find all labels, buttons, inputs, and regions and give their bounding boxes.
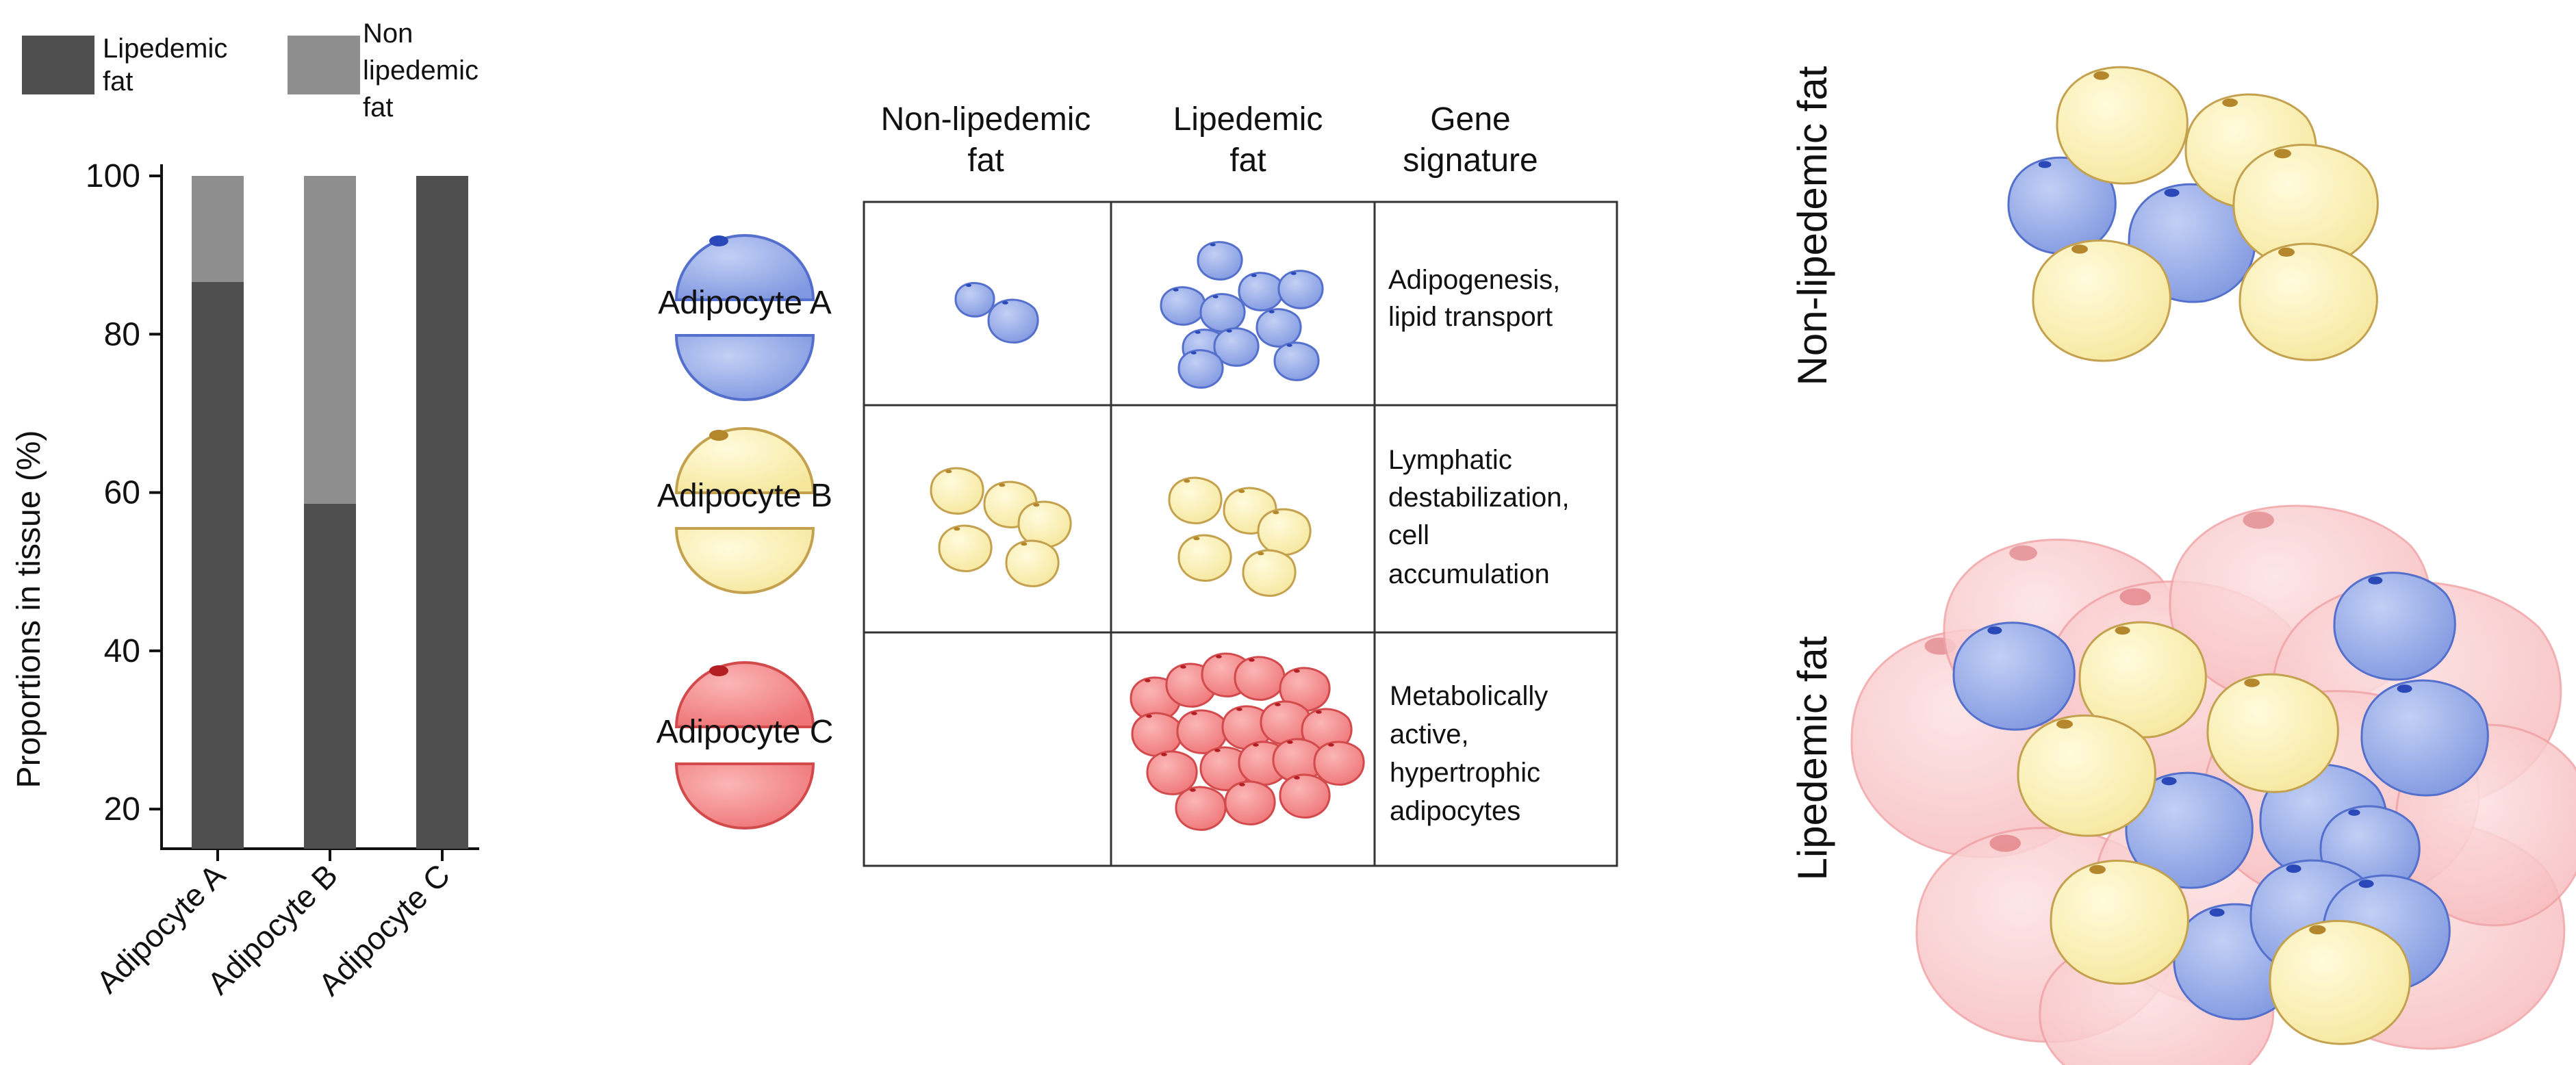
adipocyte-b-cell	[2206, 673, 2339, 793]
bar-lipedemic-3	[416, 176, 468, 849]
stacked-bar-chart: Lipedemic fat Non lipedemic fat Proporti…	[11, 18, 479, 1002]
cells-adipocyte-b-lipedemic	[1168, 476, 1312, 597]
header-gene-signature-line-1: Gene	[1430, 101, 1510, 138]
adipocyte-a-cell	[2007, 156, 2117, 255]
chart-legend: Lipedemic fat Non lipedemic fat	[22, 18, 479, 123]
cells-adipocyte-a-lipedemic	[1160, 241, 1324, 389]
bar-series	[192, 176, 468, 849]
y-tick-label: 100	[86, 158, 140, 194]
legend-label-non-lipedemic-line-1: Non	[363, 18, 413, 49]
legend-label-non-lipedemic-line-3: fat	[363, 92, 393, 123]
adipocyte-b-cell	[2239, 242, 2378, 361]
adipocyte-a-cell	[1177, 349, 1224, 389]
gene-signature-c-line-2: active,	[1390, 719, 1469, 749]
adipocyte-a-cell	[2360, 679, 2489, 797]
tissue-illustration-non-lipedemic	[2007, 66, 2379, 362]
gene-signature-b-line-1: Lymphatic	[1388, 445, 1512, 475]
y-tick-label: 20	[104, 791, 140, 827]
cells-adipocyte-c-lipedemic	[1130, 652, 1365, 831]
tissue-illustration-lipedemic	[1850, 504, 2576, 1065]
adipocyte-c-cell	[1131, 712, 1183, 757]
adipocyte-b-cell	[930, 467, 984, 515]
header-lipedemic-line-2: fat	[1229, 142, 1266, 179]
gene-signature-a: Adipogenesis, lipid transport	[1388, 265, 1560, 332]
legend-label-non-lipedemic-line-2: lipedemic	[363, 55, 479, 86]
row-label-adipocyte-c: Adipocyte C	[656, 714, 834, 750]
y-axis-ticks: 20 40 60 80 100	[86, 158, 162, 827]
table-grid	[863, 201, 1618, 867]
adipocyte-a-cell	[954, 282, 995, 318]
adipocyte-c-cell	[1234, 656, 1286, 701]
adipocyte-a-cell	[1160, 286, 1206, 326]
gene-signature-c-line-1: Metabolically	[1390, 681, 1548, 711]
adipocyte-b-cell	[2269, 920, 2411, 1045]
adipocyte-a-cell	[1952, 621, 2076, 731]
y-tick-label: 60	[104, 475, 140, 511]
adipocyte-b-cell	[1242, 549, 1297, 597]
adipocyte-c-icon	[674, 661, 815, 830]
y-axis-label: Proportions in tissue (%)	[11, 431, 47, 788]
adipocyte-table: Non-lipedemic fat Lipedemic fat Gene sig…	[656, 101, 1618, 867]
adipocyte-a-cell	[1277, 270, 1324, 309]
adipocyte-c-cell	[1175, 786, 1227, 831]
legend-swatch-non-lipedemic	[288, 36, 360, 94]
bar-non-lipedemic-2	[304, 176, 356, 504]
gene-signature-b-line-3: cell	[1388, 520, 1429, 550]
adipocyte-a-cell	[2125, 771, 2254, 889]
adipocyte-c-cell	[1224, 780, 1276, 825]
adipocyte-b-cell	[938, 524, 993, 572]
header-non-lipedemic-line-1: Non-lipedemic	[881, 101, 1091, 138]
adipocyte-a-cell	[1255, 308, 1302, 348]
y-tick-label: 80	[104, 316, 140, 352]
adipocyte-c-cell	[1146, 750, 1198, 795]
adipocyte-b-cell	[1005, 539, 1060, 587]
adipocyte-b-cell	[1168, 476, 1223, 524]
bar-lipedemic-1	[192, 281, 244, 849]
adipocyte-a-cell	[1213, 327, 1260, 367]
adipocyte-b-cell	[2017, 714, 2156, 837]
adipocyte-c-cell	[1313, 741, 1365, 786]
adipocyte-a-cell	[1199, 293, 1246, 333]
y-tick-label: 40	[104, 633, 140, 669]
gene-signature-c: Metabolically active, hypertrophic adipo…	[1390, 681, 1548, 826]
adipocyte-b-cell	[2032, 239, 2171, 362]
gene-signature-a-line-1: Adipogenesis,	[1388, 265, 1560, 295]
gene-signature-c-line-4: adipocytes	[1390, 796, 1520, 826]
tissue-label-non-lipedemic: Non-lipedemic fat	[1789, 66, 1835, 385]
tissue-label-lipedemic: Lipedemic fat	[1789, 636, 1835, 880]
adipocyte-a-cell	[1238, 272, 1284, 311]
adipocyte-a-cell	[2333, 572, 2456, 681]
cells-adipocyte-b-non-lipedemic	[930, 467, 1072, 587]
gene-signature-b: Lymphatic destabilization, cell accumula…	[1388, 445, 1570, 589]
adipocyte-b-icon	[674, 427, 815, 594]
header-lipedemic-line-1: Lipedemic	[1173, 101, 1323, 138]
gene-signature-a-line-2: lipid transport	[1388, 302, 1553, 332]
adipocyte-c-cell	[1279, 773, 1331, 819]
cells-adipocyte-a-non-lipedemic	[954, 282, 1039, 344]
row-label-adipocyte-b: Adipocyte B	[657, 478, 832, 514]
adipocyte-b-cell	[1257, 508, 1312, 556]
gene-signature-b-line-2: destabilization,	[1388, 483, 1570, 513]
adipocyte-b-cell	[2050, 860, 2189, 985]
gene-signature-b-line-4: accumulation	[1388, 559, 1550, 589]
adipocyte-a-cell	[987, 298, 1039, 344]
bar-non-lipedemic-1	[192, 176, 244, 282]
adipocyte-a-icon	[674, 234, 815, 401]
adipocyte-b-cell	[1177, 534, 1232, 582]
adipocyte-b-cell	[2056, 66, 2189, 185]
adipocyte-a-cell	[1273, 342, 1320, 381]
gene-signature-c-line-3: hypertrophic	[1390, 758, 1540, 788]
header-gene-signature-line-2: signature	[1403, 142, 1538, 179]
adipocyte-a-cell	[1197, 241, 1243, 281]
legend-label-lipedemic-line-2: fat	[103, 66, 133, 97]
row-label-adipocyte-a: Adipocyte A	[658, 285, 832, 321]
header-non-lipedemic-line-2: fat	[967, 142, 1004, 179]
adipocyte-b-cell	[2232, 144, 2379, 269]
legend-swatch-lipedemic	[22, 36, 94, 94]
bar-lipedemic-2	[304, 503, 356, 849]
legend-label-lipedemic-line-1: Lipedemic	[103, 34, 227, 64]
